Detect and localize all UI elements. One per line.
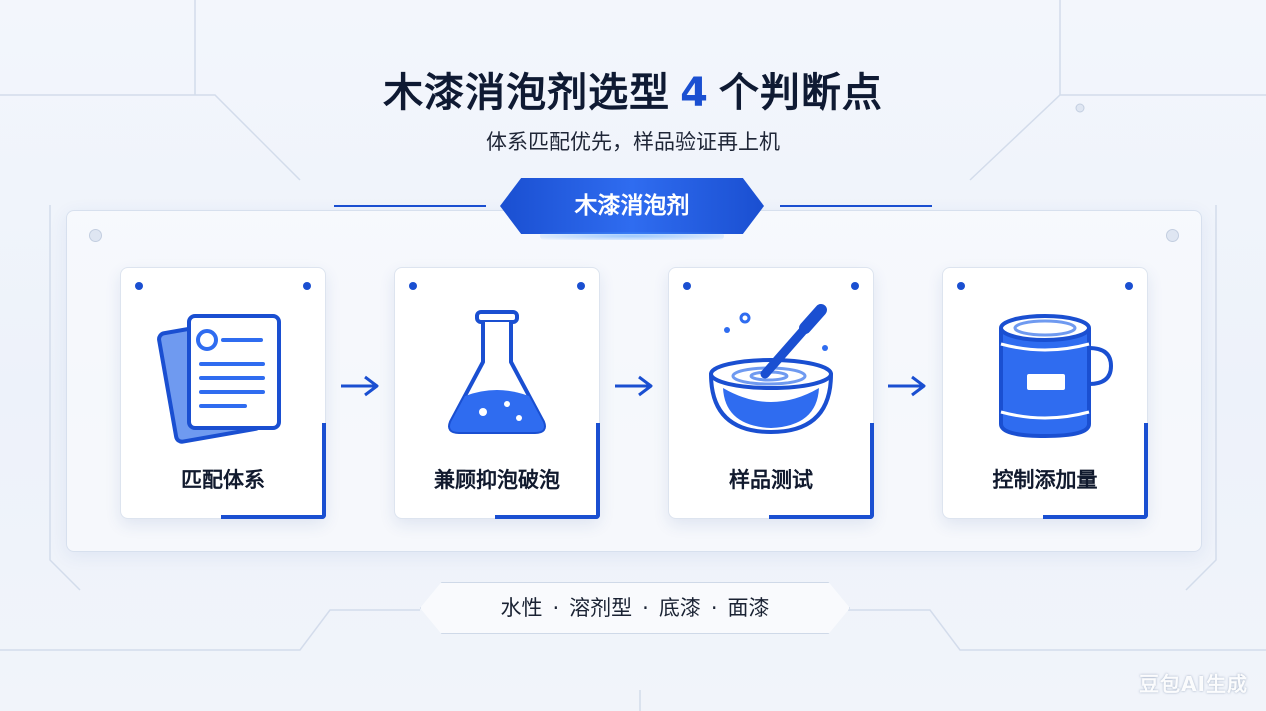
card-accent xyxy=(769,515,874,519)
card-accent xyxy=(495,515,600,519)
step-card-defoaming: 兼顾抑泡破泡 xyxy=(394,267,600,519)
card-accent xyxy=(870,423,874,519)
title-number: 4 xyxy=(680,70,709,116)
watermark: 豆包AI生成 xyxy=(1139,672,1248,696)
ribbon-glow xyxy=(540,232,724,240)
arrow-right-icon xyxy=(888,375,926,397)
step-card-match-system: 匹配体系 xyxy=(120,267,326,519)
mixing-bowl-icon xyxy=(709,304,833,434)
step-card-sample-test: 样品测试 xyxy=(668,267,874,519)
tag-separator: · xyxy=(710,596,718,620)
title-suffix: 个判断点 xyxy=(718,70,883,116)
tag-separator: · xyxy=(552,596,560,620)
application-tags: 水性 · 溶剂型 · 底漆 · 面漆 xyxy=(420,582,850,634)
flask-icon xyxy=(448,310,546,434)
title-prefix: 木漆消泡剂选型 xyxy=(383,70,671,116)
tag-item: 水性 xyxy=(500,596,543,620)
card-accent xyxy=(1144,423,1148,519)
step-label: 控制添加量 xyxy=(992,468,1098,492)
tag-item: 面漆 xyxy=(727,596,770,620)
card-accent xyxy=(322,423,326,519)
card-dot xyxy=(135,282,143,290)
card-dot xyxy=(683,282,691,290)
page-subtitle: 体系匹配优先，样品验证再上机 xyxy=(486,130,780,154)
card-accent xyxy=(1043,515,1148,519)
card-dot xyxy=(957,282,965,290)
category-ribbon: 木漆消泡剂 xyxy=(500,178,764,234)
card-dot xyxy=(409,282,417,290)
arrow-right-icon xyxy=(615,375,653,397)
card-accent xyxy=(221,515,326,519)
step-label: 兼顾抑泡破泡 xyxy=(434,468,560,492)
panel-dot-left xyxy=(89,229,102,242)
card-dot xyxy=(303,282,311,290)
panel-dot-right xyxy=(1166,229,1179,242)
card-dot xyxy=(577,282,585,290)
tag-separator: · xyxy=(642,596,649,620)
step-label: 匹配体系 xyxy=(181,468,265,492)
card-accent xyxy=(596,423,600,519)
tag-item: 溶剂型 xyxy=(569,596,633,620)
arrow-right-icon xyxy=(341,375,379,397)
document-icon xyxy=(157,314,281,444)
step-label: 样品测试 xyxy=(729,468,813,492)
card-dot xyxy=(851,282,859,290)
step-card-control-dosage: 控制添加量 xyxy=(942,267,1148,519)
paint-bucket-icon xyxy=(999,314,1114,439)
tag-item: 底漆 xyxy=(658,596,701,620)
card-dot xyxy=(1125,282,1133,290)
